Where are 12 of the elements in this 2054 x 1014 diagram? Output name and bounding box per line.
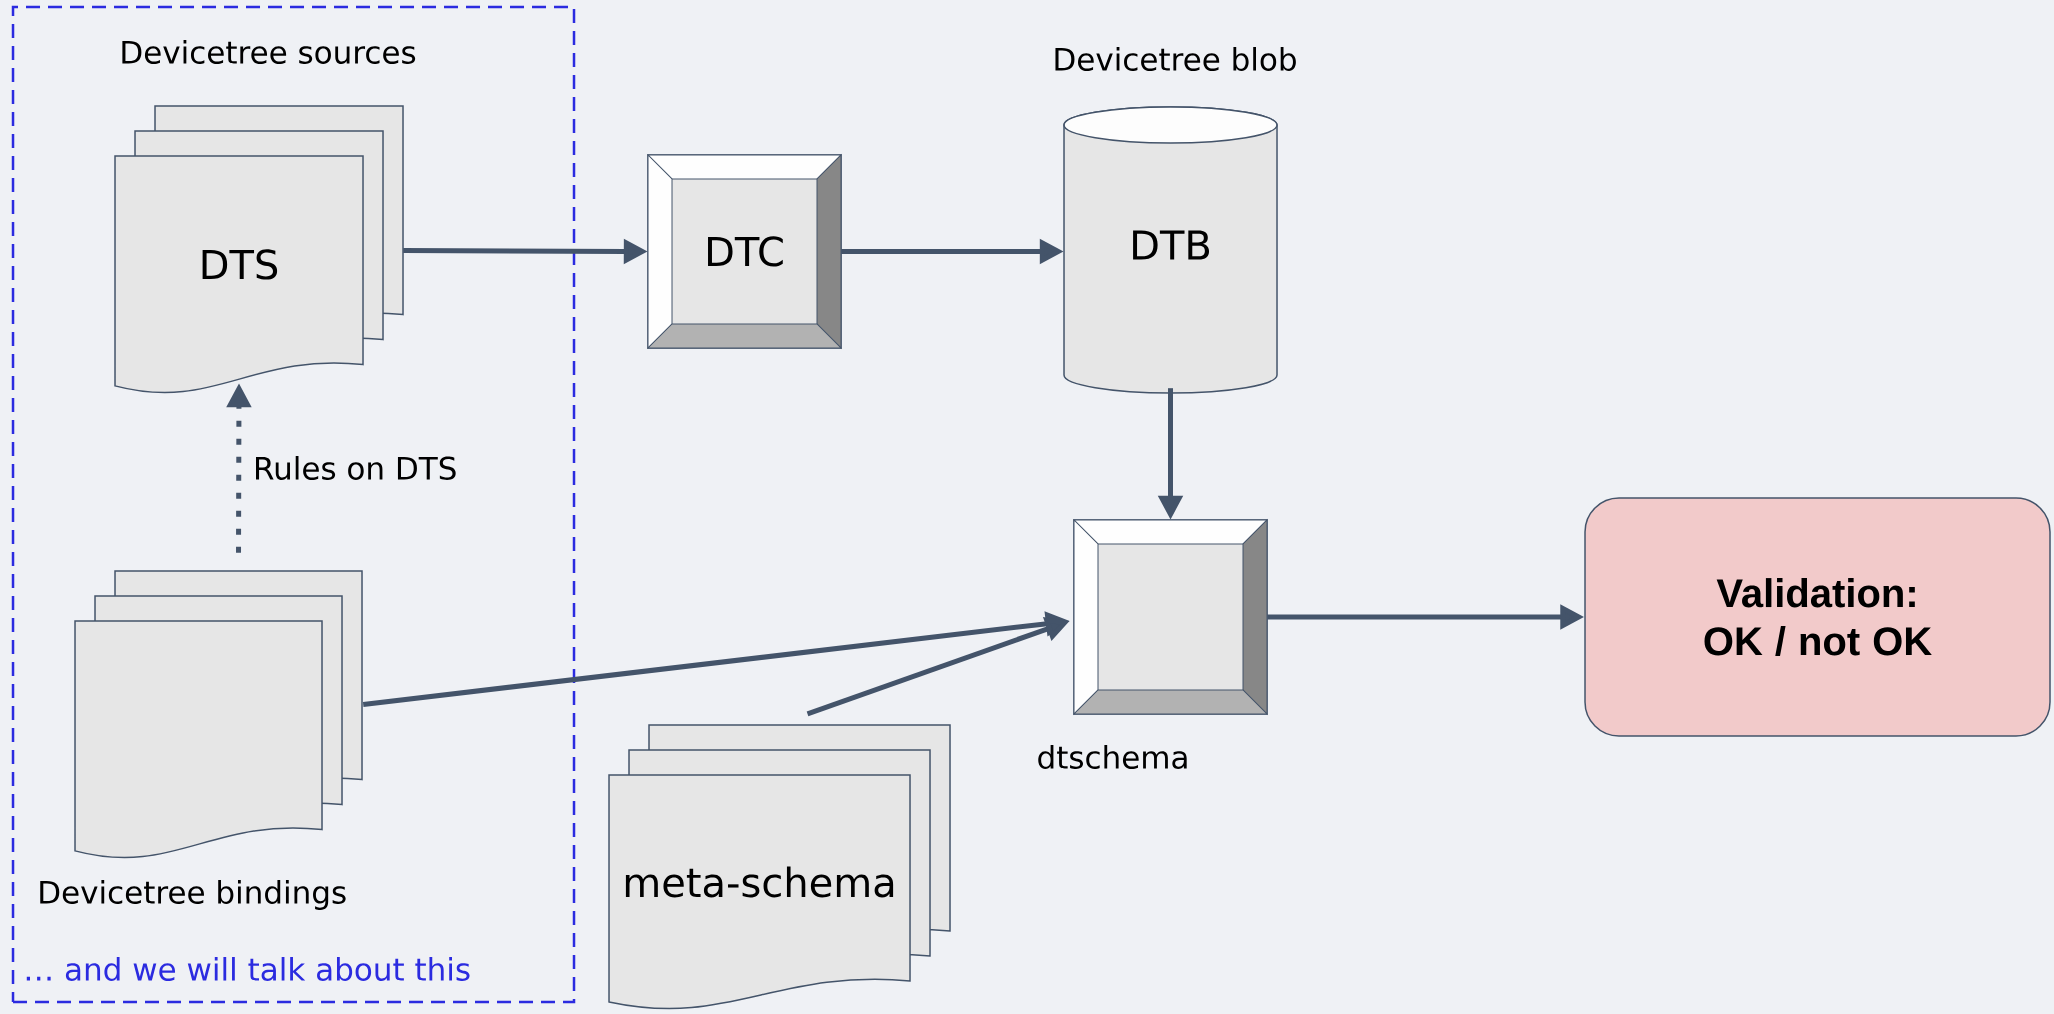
edge-label: Rules on DTS — [256, 456, 456, 480]
node-label: Devicetree blob — [1055, 47, 1296, 71]
database-cylinder: DTB — [1063, 106, 1278, 394]
process-box — [1073, 519, 1268, 715]
node-label: dtschema — [1038, 745, 1187, 769]
result-box: Validation: OK / not OK — [1584, 497, 2051, 737]
document-stack: DTS — [114, 105, 404, 394]
node-label: Devicetree sources — [122, 40, 416, 64]
process-box: DTC — [647, 154, 842, 349]
document-stack: meta-schema — [608, 724, 951, 1010]
node-label: Devicetree bindings — [40, 880, 346, 910]
document-stack — [74, 570, 363, 859]
